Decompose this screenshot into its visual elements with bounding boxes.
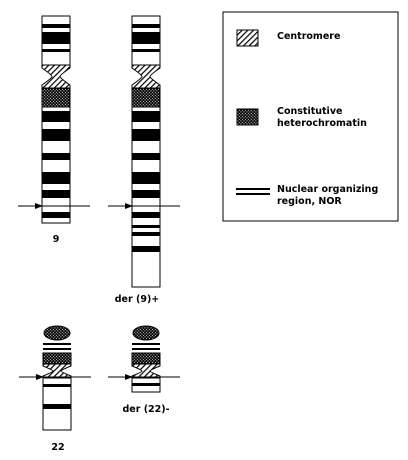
chromosome-der22-nor <box>132 343 160 350</box>
chromosome-der9: der (9)+ <box>108 15 180 305</box>
legend-centromere-label: Centromere <box>277 31 340 42</box>
legend-item-centromere: Centromere <box>236 29 340 47</box>
chromosome-der22-label: der (22)- <box>122 404 169 415</box>
chromosome-der22-q-arm <box>131 377 161 393</box>
chromosome-9: 9 <box>18 15 90 245</box>
chromosome-der9-heterochromatin <box>131 87 161 108</box>
centromere-swatch <box>236 29 259 47</box>
chromosome-9-heterochromatin <box>41 87 71 108</box>
chromosome-der9-p-arm <box>131 15 161 66</box>
legend-nor-label-line1: Nuclear organizing <box>277 184 378 195</box>
chromosome-9-centromere <box>41 64 71 89</box>
chromosome-der22: der (22)- <box>108 325 180 415</box>
legend-item-heterochromatin: Constitutive heterochromatin <box>236 106 367 129</box>
legend: Centromere Constitutive heterochromatin … <box>222 11 399 222</box>
legend-heterochromatin-label-line2: heterochromatin <box>277 118 367 129</box>
chromosome-22-q-arm <box>42 377 72 431</box>
chromosome-der22-centromere <box>131 363 161 379</box>
heterochromatin-swatch <box>236 108 259 126</box>
chromosome-9-label: 9 <box>53 234 60 245</box>
chromosome-22-heterochromatin <box>42 352 72 365</box>
chromosome-der9-label: der (9)+ <box>115 294 160 305</box>
chromosome-der9-q-arm <box>131 106 161 288</box>
chromosome-22: 22 <box>19 325 91 453</box>
chromosome-22-centromere <box>42 363 72 379</box>
nor-swatch <box>236 188 270 195</box>
chromosome-der22-heterochromatin <box>131 352 161 365</box>
chromosome-22-nor <box>43 343 71 350</box>
chromosome-der9-centromere <box>131 64 161 89</box>
legend-nor-label-line2: region, NOR <box>277 196 342 207</box>
chromosome-der22-satellite <box>132 325 160 341</box>
legend-item-nor: Nuclear organizing region, NOR <box>236 184 378 207</box>
chromosome-9-p-arm <box>41 15 71 66</box>
chromosome-22-label: 22 <box>51 442 64 453</box>
chromosome-22-satellite <box>43 325 71 341</box>
legend-heterochromatin-label-line1: Constitutive <box>277 106 342 117</box>
chromosome-9-q-arm <box>41 106 71 224</box>
